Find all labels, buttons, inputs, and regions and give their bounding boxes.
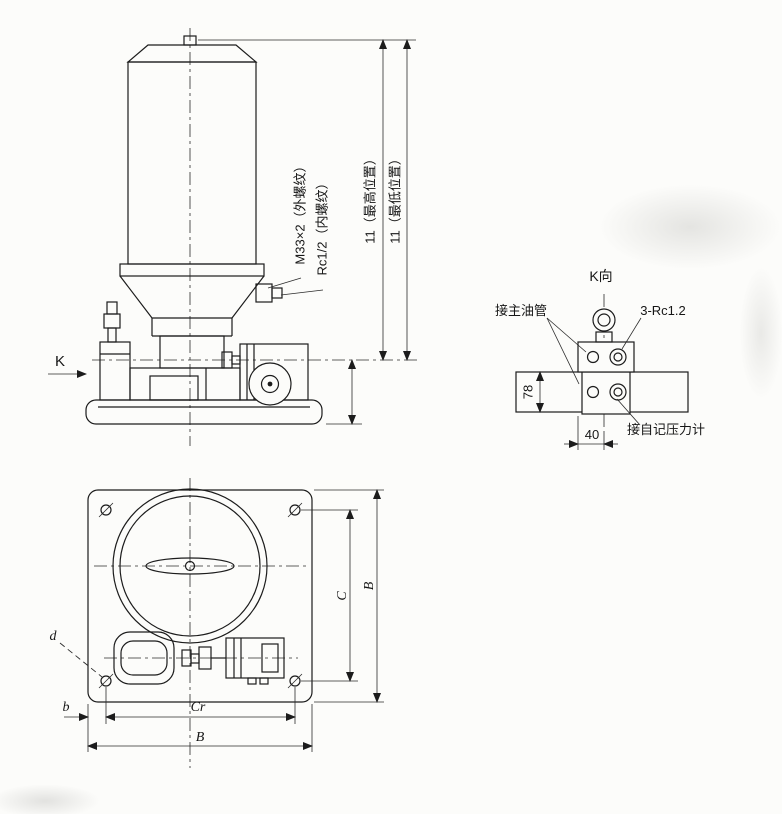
mounting-hole-tl xyxy=(100,504,112,516)
main-oil-pipe-label: 接主油管 xyxy=(495,303,547,318)
main-oil-pipe-leader-2 xyxy=(546,317,580,385)
pump-body-inset xyxy=(149,375,199,401)
tank-flange xyxy=(119,263,265,277)
pump-head xyxy=(159,335,225,369)
lift-ring-outer xyxy=(592,308,616,332)
dim-d-label: d xyxy=(50,629,58,644)
dim-c-label: C xyxy=(335,591,350,601)
plunger-stem xyxy=(107,327,117,343)
dim-b-offset-label: b xyxy=(63,700,70,715)
tank-funnel xyxy=(119,275,265,319)
terminal-box xyxy=(261,643,279,673)
port-circle-1 xyxy=(586,350,600,364)
dim-40-label: 40 xyxy=(585,427,599,442)
mounting-hole-tr xyxy=(289,504,301,516)
dim-b-bottom-label: B xyxy=(196,730,205,745)
coupling-top-spacer xyxy=(190,653,200,664)
top-view: C B Cr B b d xyxy=(50,478,384,768)
hole-center-marks xyxy=(98,502,303,689)
outlet-fitting-plug xyxy=(271,287,283,299)
center-shaft-circle xyxy=(184,560,196,572)
dim-b-right-label: B xyxy=(362,581,377,590)
base-plate xyxy=(85,399,323,425)
motor-top-ribs xyxy=(233,638,242,678)
stirrer-handle-slot xyxy=(145,557,235,575)
ports-leader xyxy=(621,317,642,350)
dim-cr-label: Cr xyxy=(191,700,206,715)
front-view: K M33×2（外螺纹） Rc1/2（内螺纹） 11（最高位置） 11（最低位置… xyxy=(48,28,418,446)
pump-housing-top xyxy=(113,631,175,685)
valve-block-lower xyxy=(581,371,631,415)
dim-78-label: 78 xyxy=(520,385,535,399)
thread-internal-leader xyxy=(280,289,324,296)
port-circle-2 xyxy=(609,348,627,366)
ports-label: 3-Rc1.2 xyxy=(640,303,686,318)
tank-body xyxy=(127,61,257,265)
tank-neck xyxy=(151,318,233,337)
thread-internal-label: Rc1/2（内螺纹） xyxy=(314,177,329,276)
pump-bracket xyxy=(99,341,131,401)
mounting-hole-br xyxy=(289,675,301,687)
motor-shaft-circle xyxy=(260,374,280,394)
mounting-hole-bl xyxy=(100,675,112,687)
thread-external-label: M33×2（外螺纹） xyxy=(292,159,307,264)
motor-foot-2 xyxy=(259,677,269,685)
main-oil-pipe-leader-1 xyxy=(546,317,587,353)
plunger-cap xyxy=(106,301,118,315)
pressure-gauge-leader xyxy=(616,398,641,426)
k-view: K向 接主油管 3-Rc1.2 接自记压力计 78 xyxy=(495,268,705,450)
motor-shaft-center xyxy=(267,381,273,387)
dim-highest-label: 11（最高位置） xyxy=(362,152,377,244)
lift-ring-inner xyxy=(597,313,611,327)
pump-body xyxy=(129,367,241,401)
motor-foot-1 xyxy=(247,677,257,685)
pump-housing-top-inner xyxy=(120,640,168,676)
tank-cap xyxy=(126,44,258,63)
k-arrow-label: K xyxy=(55,353,65,370)
valve-stem-nut xyxy=(595,331,613,343)
thread-external-leader xyxy=(267,277,302,289)
dim-lowest-label: 11（最低位置） xyxy=(387,152,402,244)
k-view-title: K向 xyxy=(589,268,612,284)
pressure-gauge-label: 接自记压力计 xyxy=(627,422,705,437)
reservoir-outer-circle xyxy=(112,488,268,644)
port-circle-4-inner xyxy=(613,387,623,397)
plunger-body xyxy=(103,313,121,329)
outlet-fitting-body xyxy=(255,283,273,303)
reservoir-inner-circle xyxy=(119,495,261,637)
dim-d-leader xyxy=(59,642,103,678)
port-circle-3 xyxy=(586,385,600,399)
port-circle-2-inner xyxy=(613,352,623,362)
